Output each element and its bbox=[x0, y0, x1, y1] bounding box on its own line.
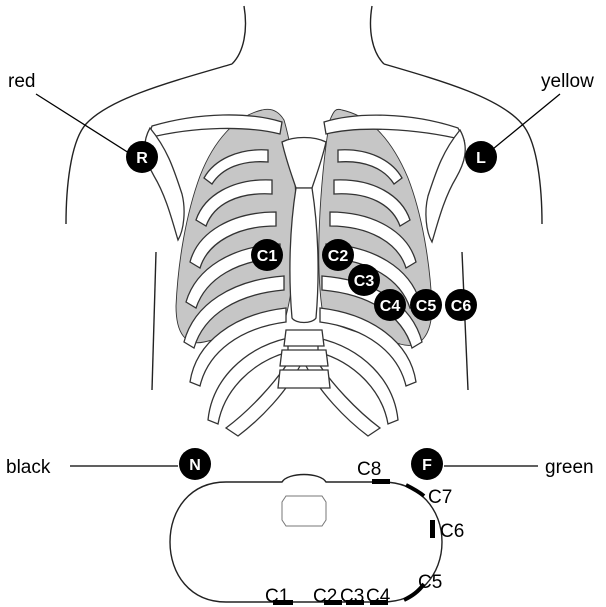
section-label-C5: C5 bbox=[418, 572, 442, 593]
black-label: black bbox=[6, 457, 51, 478]
neck-left-outline bbox=[232, 6, 246, 64]
neck-right-outline bbox=[371, 6, 385, 64]
right-flank-line bbox=[462, 252, 468, 390]
yellow-label: yellow bbox=[541, 71, 594, 92]
section-label-C4: C4 bbox=[366, 586, 391, 607]
marker-C6 bbox=[430, 520, 435, 538]
electrode-C3-label: C3 bbox=[354, 273, 375, 290]
electrode-C4: C4 bbox=[374, 289, 406, 321]
red-label: red bbox=[8, 71, 35, 92]
electrode-C6-label: C6 bbox=[451, 298, 472, 315]
electrode-C3: C3 bbox=[348, 264, 380, 296]
electrode-C2-label: C2 bbox=[328, 248, 349, 265]
section-label-C3: C3 bbox=[340, 586, 364, 607]
section-label-C7: C7 bbox=[428, 487, 452, 508]
vertebra-3 bbox=[278, 370, 330, 388]
electrode-C1-label: C1 bbox=[257, 248, 278, 265]
section-label-C8: C8 bbox=[357, 459, 381, 480]
electrode-L-label: L bbox=[476, 150, 486, 167]
electrode-C4-label: C4 bbox=[380, 298, 401, 315]
green-label: green bbox=[545, 457, 594, 478]
xiphoid-vertebra-1 bbox=[284, 330, 324, 346]
torso-cross-section: C8 C7 C6 C5 C1 C2 C3 C4 bbox=[170, 459, 464, 607]
electrode-R: R bbox=[126, 141, 158, 173]
electrode-N-label: N bbox=[189, 457, 201, 474]
section-label-C2: C2 bbox=[313, 586, 337, 607]
electrode-C6: C6 bbox=[445, 289, 477, 321]
spine-section bbox=[282, 496, 326, 526]
electrode-L: L bbox=[465, 141, 497, 173]
electrode-F-label: F bbox=[422, 457, 432, 474]
electrode-C5: C5 bbox=[410, 289, 442, 321]
cross-section-outline bbox=[170, 475, 442, 603]
right-scapula-tip bbox=[426, 130, 465, 242]
left-flank-line bbox=[152, 252, 156, 390]
section-label-C6: C6 bbox=[440, 521, 464, 542]
electrode-C2: C2 bbox=[322, 239, 354, 271]
sternum-body bbox=[290, 188, 318, 323]
electrode-C1: C1 bbox=[251, 239, 283, 271]
section-label-C1: C1 bbox=[265, 586, 289, 607]
electrode-C5-label: C5 bbox=[416, 298, 437, 315]
marker-C7 bbox=[406, 485, 424, 496]
vertebra-2 bbox=[280, 350, 328, 366]
electrode-R-label: R bbox=[136, 150, 148, 167]
electrode-N: N bbox=[179, 448, 211, 480]
electrode-F: F bbox=[411, 448, 443, 480]
red-leader-line bbox=[36, 94, 140, 160]
